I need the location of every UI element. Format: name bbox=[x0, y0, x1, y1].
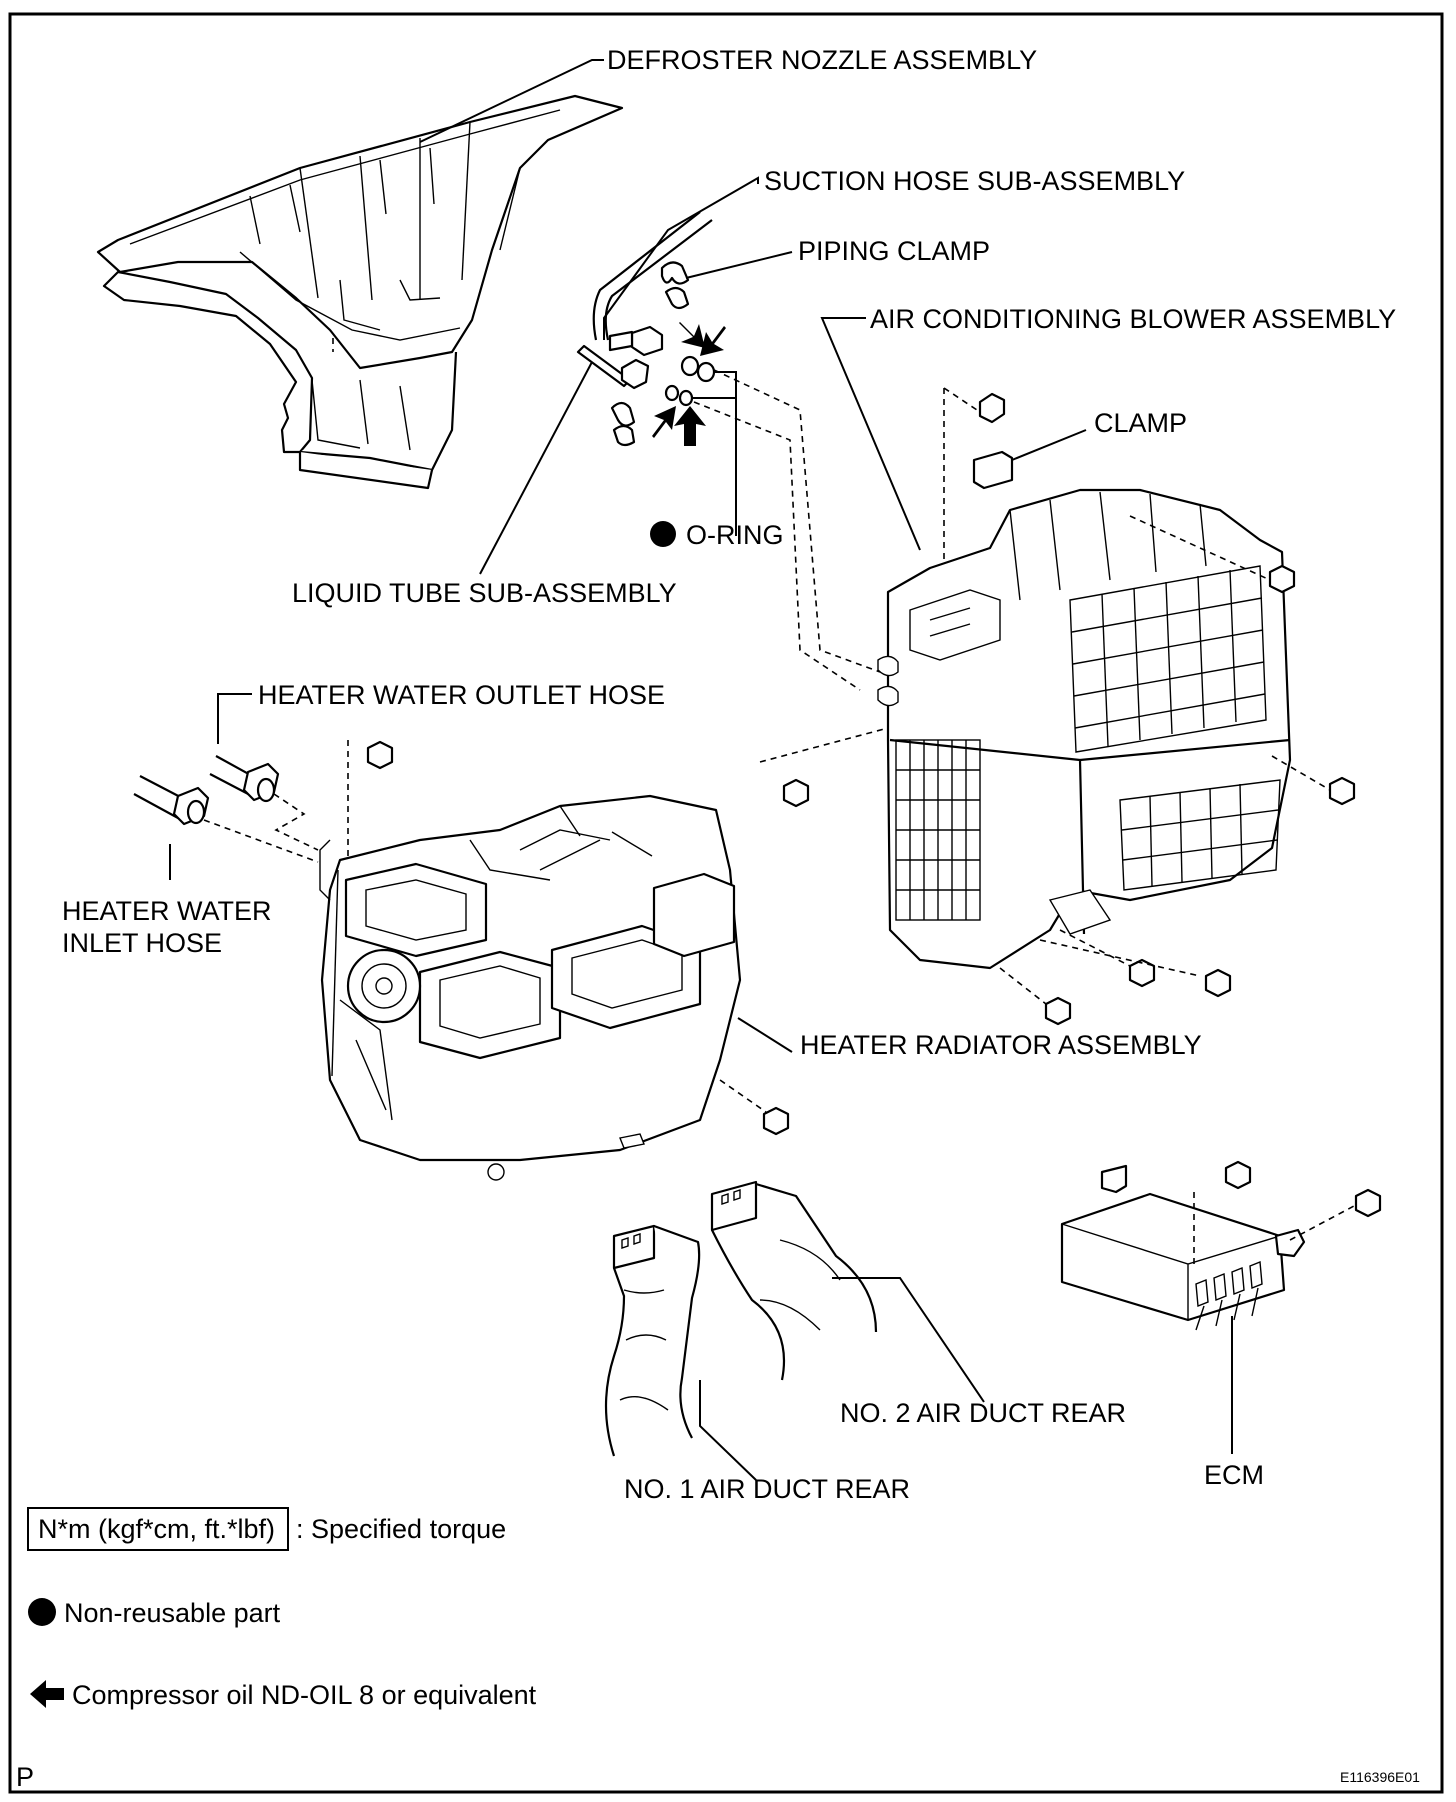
label-no2-air-duct: NO. 2 AIR DUCT REAR bbox=[840, 1398, 1126, 1428]
label-no1-air-duct: NO. 1 AIR DUCT REAR bbox=[624, 1474, 910, 1504]
label-heater-inlet-hose-2: INLET HOSE bbox=[62, 928, 222, 958]
non-reusable-icon bbox=[28, 1598, 56, 1626]
label-heater-outlet-hose: HEATER WATER OUTLET HOSE bbox=[258, 680, 665, 710]
ecm-drawing bbox=[1060, 1160, 1382, 1454]
defroster-nozzle-drawing bbox=[96, 59, 624, 490]
torque-legend-text: : Specified torque bbox=[296, 1514, 506, 1544]
label-blower-assembly: AIR CONDITIONING BLOWER ASSEMBLY bbox=[870, 304, 1396, 334]
compressor-oil-text: Compressor oil ND-OIL 8 or equivalent bbox=[72, 1680, 537, 1710]
label-suction-hose: SUCTION HOSE SUB-ASSEMBLY bbox=[764, 166, 1185, 196]
label-defroster-nozzle: DEFROSTER NOZZLE ASSEMBLY bbox=[607, 45, 1037, 75]
legend: N*m (kgf*cm, ft.*lbf) : Specified torque… bbox=[27, 1507, 537, 1710]
label-piping-clamp: PIPING CLAMP bbox=[798, 236, 990, 266]
torque-legend-box-text: N*m (kgf*cm, ft.*lbf) bbox=[38, 1514, 275, 1544]
non-reusable-text: Non-reusable part bbox=[64, 1598, 281, 1628]
corner-mark: P bbox=[16, 1762, 34, 1792]
heater-hoses-drawing bbox=[133, 693, 319, 880]
diagram-frame bbox=[8, 12, 1444, 1794]
label-liquid-tube: LIQUID TUBE SUB-ASSEMBLY bbox=[292, 578, 677, 608]
label-o-ring: O-RING bbox=[686, 520, 784, 550]
blower-assembly-drawing bbox=[759, 317, 1356, 1026]
label-heater-inlet-hose-1: HEATER WATER bbox=[62, 896, 272, 926]
callout-labels: DEFROSTER NOZZLE ASSEMBLY SUCTION HOSE S… bbox=[62, 45, 1396, 1504]
heater-radiator-drawing bbox=[319, 740, 793, 1181]
label-heater-radiator: HEATER RADIATOR ASSEMBLY bbox=[800, 1030, 1202, 1060]
refrigerant-lines-drawing bbox=[479, 176, 881, 691]
label-ecm: ECM bbox=[1204, 1460, 1264, 1490]
torque-legend-box bbox=[27, 1507, 289, 1551]
label-clamp: CLAMP bbox=[1094, 408, 1187, 438]
air-ducts-drawing bbox=[604, 1180, 985, 1481]
figure-code: E116396E01 bbox=[1340, 1769, 1420, 1785]
compressor-oil-arrow-icon bbox=[30, 1680, 64, 1708]
